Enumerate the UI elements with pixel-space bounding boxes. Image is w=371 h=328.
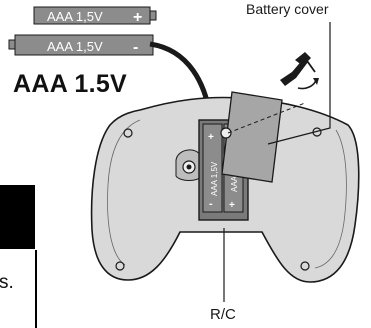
cropped-black-block bbox=[0, 185, 35, 249]
top-battery-plus: + bbox=[133, 9, 142, 26]
cropped-text-panel: s. bbox=[0, 250, 37, 328]
rc-label: R/C bbox=[210, 306, 236, 323]
compartment-screw bbox=[175, 149, 203, 181]
bottom-battery-minus: - bbox=[133, 39, 138, 56]
inserted-battery-left: AAA 1,5V + - bbox=[202, 123, 223, 213]
cover-leader-line bbox=[267, 22, 331, 145]
inserted-right-plus: + bbox=[229, 200, 235, 211]
screw-hole bbox=[300, 261, 310, 271]
top-battery-label: AAA 1,5V bbox=[47, 9, 103, 24]
bottom-battery-label: AAA 1,5V bbox=[47, 39, 103, 54]
screwdriver-icon bbox=[280, 52, 319, 90]
screw-hole bbox=[115, 261, 125, 271]
right-grip-contour bbox=[314, 129, 347, 269]
cropped-text: s. bbox=[0, 272, 14, 293]
battery-type-label: AAA 1.5V bbox=[13, 70, 128, 98]
battery-cover-label: Battery cover bbox=[246, 1, 329, 17]
loose-battery-bottom: AAA 1,5V - bbox=[8, 34, 154, 56]
loose-battery-top: AAA 1,5V + bbox=[33, 6, 157, 26]
inserted-left-minus: - bbox=[209, 198, 213, 210]
inserted-left-plus: + bbox=[208, 132, 214, 143]
inserted-left-label: AAA 1,5V bbox=[210, 161, 219, 196]
battery-cover bbox=[220, 91, 306, 183]
screw-hole bbox=[123, 128, 133, 138]
